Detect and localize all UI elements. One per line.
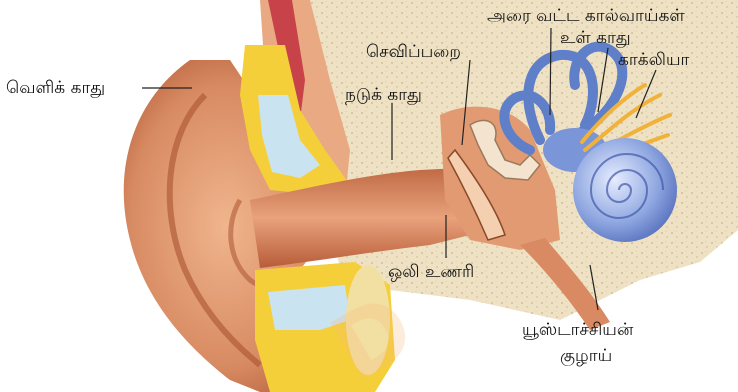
- label-cochlea: காக்லியா: [618, 50, 689, 70]
- label-outer-ear: வெளிக் காது: [6, 78, 105, 98]
- label-inner-ear: உள் காது: [560, 28, 631, 48]
- label-middle-ear: நடுக் காது: [345, 85, 422, 105]
- label-semicircular-canals: அரை வட்ட கால்வாய்கள்: [487, 6, 685, 26]
- label-eustachian-line2: குழாய்: [560, 346, 612, 366]
- label-ear-canal: ஒலி உணரி: [388, 262, 474, 282]
- label-eardrum: செவிப்பறை: [366, 42, 461, 62]
- label-eustachian-line1: யூஸ்டாச்சியன்: [522, 320, 633, 340]
